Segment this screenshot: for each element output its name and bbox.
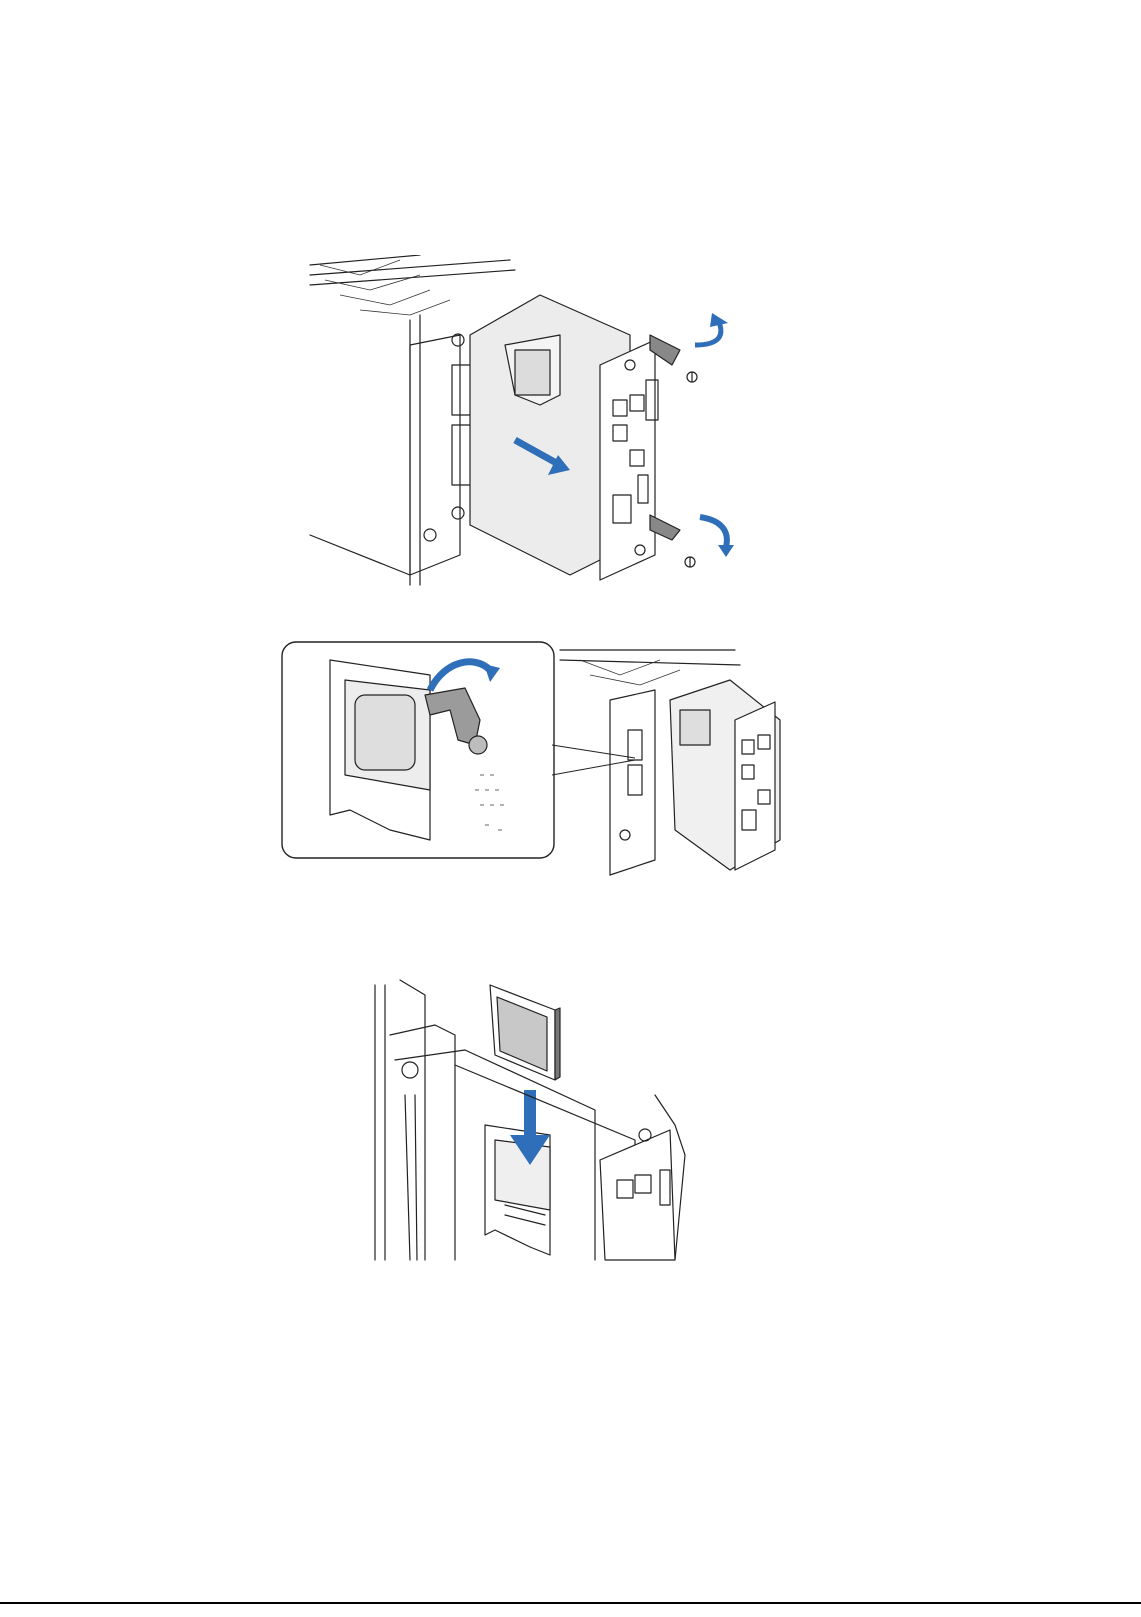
memory-card-insertion-figure [355, 975, 735, 1265]
memory-card-insertion-illustration [355, 975, 735, 1265]
vent-pattern [320, 260, 450, 315]
screw-icon [687, 372, 697, 382]
rotate-arrow-bottom [700, 517, 727, 547]
controller-board-removal-illustration [300, 255, 780, 595]
board-release-latch-detail-illustration [280, 640, 810, 890]
footer-rule [0, 1602, 1141, 1604]
controller-board-removal-figure [300, 255, 780, 595]
board-release-latch-figure [280, 640, 810, 890]
screw-icon [685, 557, 695, 567]
